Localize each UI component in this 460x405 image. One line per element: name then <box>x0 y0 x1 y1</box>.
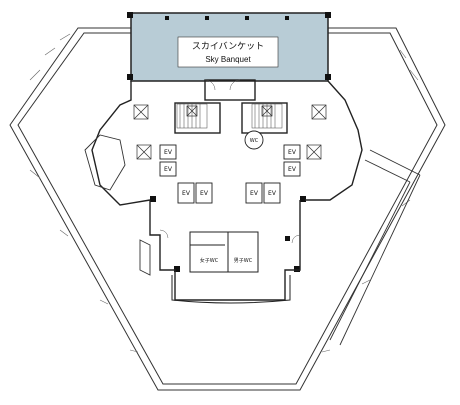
ev-label-8: EV <box>268 190 277 197</box>
ev-label-2: EV <box>164 166 173 173</box>
sky-banquet-name-en: Sky Banquet <box>205 55 251 64</box>
ev-label-4: EV <box>288 166 297 173</box>
lower-lobby <box>171 275 291 304</box>
elevator-group-upper-left <box>159 144 177 177</box>
ev-label-1: EV <box>164 149 173 156</box>
structural-columns <box>127 12 331 272</box>
sky-banquet-name-ja: スカイバンケット <box>192 41 264 51</box>
left-wing-rooms <box>84 134 151 276</box>
ev-label-3: EV <box>288 149 297 156</box>
window-mullions <box>29 33 419 353</box>
ev-label-7: EV <box>250 190 259 197</box>
wc-label: WC <box>250 138 259 144</box>
elevator-group-upper-right <box>283 144 301 177</box>
ev-label-6: EV <box>200 190 209 197</box>
core-walls <box>91 79 363 301</box>
outer-building-outline <box>9 27 446 391</box>
door-swings <box>159 79 301 244</box>
male-wc-label: 男子WC <box>234 257 253 264</box>
service-shafts <box>133 104 327 160</box>
sky-banquet-label-box <box>177 36 279 68</box>
central-wc <box>244 130 264 150</box>
right-corridor <box>329 149 421 346</box>
elevator-group-lower-left <box>177 182 213 204</box>
lower-wc-rooms <box>189 231 259 273</box>
ev-label-5: EV <box>182 190 191 197</box>
elevator-group-lower-right <box>245 182 281 204</box>
female-wc-label: 女子WC <box>200 257 219 264</box>
